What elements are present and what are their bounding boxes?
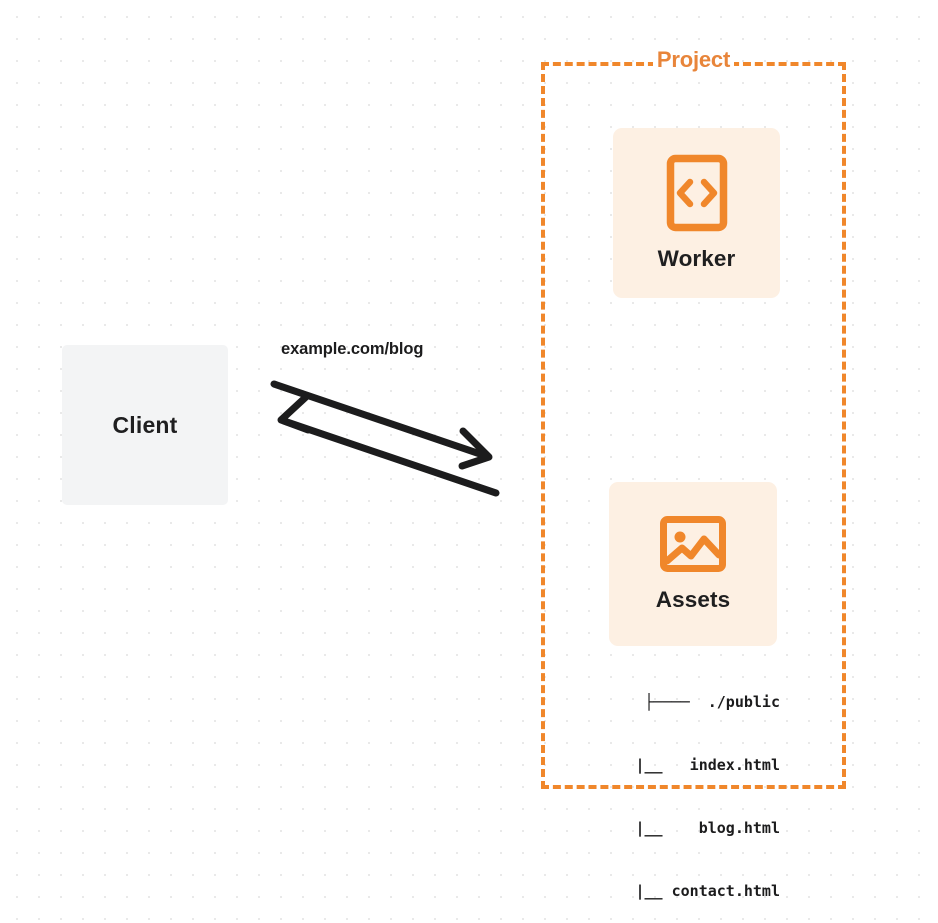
response-arrow <box>277 392 500 497</box>
file-tree-row: ├──── ./public <box>644 693 780 711</box>
file-tree-row: |__ contact.html <box>599 882 780 900</box>
file-tree-row: |__ index.html <box>599 756 780 774</box>
client-node-label: Client <box>112 411 178 438</box>
image-picture-icon <box>659 515 727 573</box>
assets-node[interactable]: Assets <box>609 482 777 646</box>
worker-node[interactable]: Worker <box>613 128 780 298</box>
file-tree-row: |__ blog.html <box>599 819 780 837</box>
project-title: Project <box>541 47 846 73</box>
assets-node-label: Assets <box>655 587 731 612</box>
client-node[interactable]: Client <box>62 345 228 505</box>
client-project-connector <box>270 380 500 497</box>
assets-file-tree: ├──── ./public |__ index.html |__ blog.h… <box>560 650 780 923</box>
worker-node-label: Worker <box>657 246 736 271</box>
connector-url-label: example.com/blog <box>281 340 424 358</box>
project-title-text: Project <box>652 47 735 72</box>
code-brackets-icon <box>666 154 728 232</box>
